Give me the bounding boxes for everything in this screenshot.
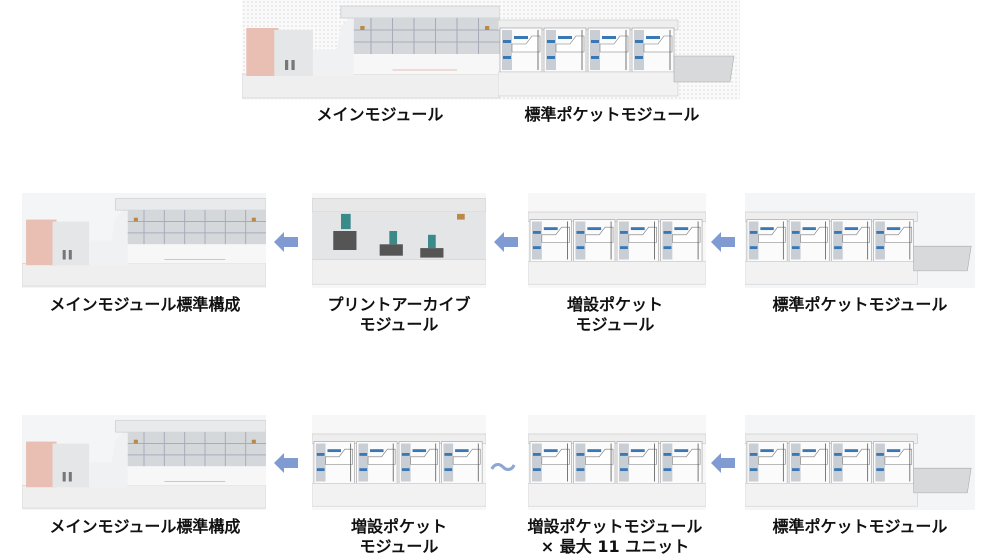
- print-archive-module-image: [312, 193, 486, 288]
- main-module-illustration: [242, 0, 500, 100]
- arrow-shape: [711, 453, 735, 473]
- arrow-left-icon: [494, 232, 518, 252]
- arrow-shape: [274, 232, 298, 252]
- label-standard-pocket-module: 標準ポケットモジュール: [772, 295, 948, 314]
- label-additional-pocket-module-max: 増設ポケットモジュール× 最大 11 ユニット: [527, 517, 703, 556]
- label-main-module-standard: メインモジュール標準構成: [49, 517, 241, 536]
- arrow-shape: [711, 232, 735, 252]
- label-print-archive-module: プリントアーカイブモジュール: [327, 295, 471, 334]
- standard-pocket-module-image: [745, 193, 975, 288]
- arrow-left-icon: [274, 453, 298, 473]
- additional-pocket-module-image: [312, 415, 486, 510]
- additional-pocket-module-image: [528, 415, 706, 510]
- top-composite-image: [242, 0, 740, 100]
- label-main-module: メインモジュール: [316, 105, 444, 124]
- main-module-standard-image: [22, 193, 266, 288]
- arrow-left-icon: [711, 232, 735, 252]
- arrow-shape: [494, 232, 518, 252]
- additional-pocket-module-image: [528, 193, 706, 288]
- label-additional-pocket-module: 増設ポケットモジュール: [350, 517, 448, 556]
- range-tilde: ～: [490, 454, 517, 484]
- main-module-standard-image: [22, 415, 266, 510]
- label-standard-pocket-module: 標準ポケットモジュール: [772, 517, 948, 536]
- standard-pocket-module-image: [745, 415, 975, 510]
- arrow-left-icon: [711, 453, 735, 473]
- label-standard-pocket-module: 標準ポケットモジュール: [524, 105, 700, 124]
- label-additional-pocket-module: 増設ポケットモジュール: [566, 295, 664, 334]
- arrow-left-icon: [274, 232, 298, 252]
- standard-pocket-module-illustration: [498, 0, 738, 100]
- label-main-module-standard: メインモジュール標準構成: [49, 295, 241, 314]
- arrow-shape: [274, 453, 298, 473]
